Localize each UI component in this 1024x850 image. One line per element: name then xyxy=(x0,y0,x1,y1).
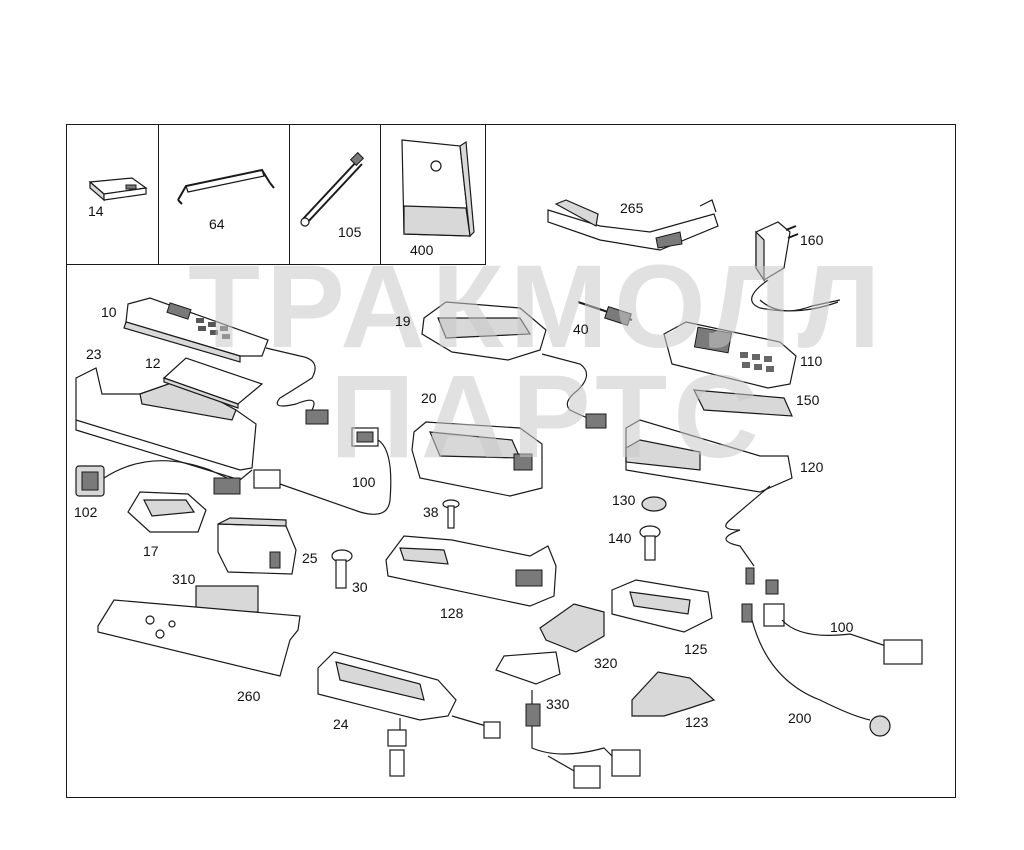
label-64: 64 xyxy=(209,216,225,232)
part-110-phone xyxy=(663,321,797,389)
part-102-adapter xyxy=(75,460,241,497)
label-320: 320 xyxy=(594,655,618,671)
part-130-disc xyxy=(641,496,667,512)
label-140: 140 xyxy=(608,530,632,546)
part-320-cover xyxy=(539,603,605,653)
label-23: 23 xyxy=(86,346,102,362)
part-40-clip xyxy=(577,301,633,327)
part-17-cup xyxy=(127,491,207,533)
diagram-frame xyxy=(66,124,956,798)
part-38-screw xyxy=(442,499,460,529)
label-105: 105 xyxy=(338,224,362,240)
part-30-bolt xyxy=(331,549,353,589)
part-64-bracket xyxy=(177,168,275,205)
label-17: 17 xyxy=(143,543,159,559)
part-160-charger xyxy=(751,221,841,312)
label-128: 128 xyxy=(440,605,464,621)
part-400-manual xyxy=(401,139,475,238)
label-265: 265 xyxy=(620,200,644,216)
part-19-holder xyxy=(421,301,607,429)
label-10: 10 xyxy=(101,304,117,320)
label-310: 310 xyxy=(172,571,196,587)
label-160: 160 xyxy=(800,232,824,248)
watermark-line-1: ТРАКМОЛЛ xyxy=(188,241,887,373)
part-24-cradle xyxy=(317,651,501,777)
label-20: 20 xyxy=(421,390,437,406)
label-14: 14 xyxy=(88,203,104,219)
label-130: 130 xyxy=(612,492,636,508)
part-20-cradle xyxy=(411,421,543,497)
part-100a-cable xyxy=(253,427,392,515)
accessory-cell-400 xyxy=(381,124,486,265)
part-330-connector xyxy=(495,651,641,789)
label-260: 260 xyxy=(237,688,261,704)
label-19: 19 xyxy=(395,313,411,329)
label-12: 12 xyxy=(145,355,161,371)
label-125: 125 xyxy=(684,641,708,657)
part-123-cover xyxy=(631,671,716,717)
part-140-bolt xyxy=(639,525,661,561)
label-120: 120 xyxy=(800,459,824,475)
label-102: 102 xyxy=(74,504,98,520)
label-40: 40 xyxy=(573,321,589,337)
part-100b-200-cables xyxy=(741,603,923,737)
part-125-tray xyxy=(611,579,713,633)
label-400: 400 xyxy=(410,242,434,258)
part-120-mount xyxy=(625,419,793,595)
part-265-holder xyxy=(547,199,719,251)
label-38: 38 xyxy=(423,504,439,520)
part-260-plate xyxy=(97,599,301,677)
label-100a: 100 xyxy=(352,474,376,490)
label-24: 24 xyxy=(333,716,349,732)
part-10-handset xyxy=(123,297,329,425)
part-150-cover xyxy=(692,389,793,417)
label-200: 200 xyxy=(788,710,812,726)
accessory-row-divider xyxy=(66,264,486,265)
part-12-plate xyxy=(162,357,264,409)
label-100b: 100 xyxy=(830,619,854,635)
part-105-rod xyxy=(300,151,365,227)
part-128-base xyxy=(385,535,557,607)
label-150: 150 xyxy=(796,392,820,408)
accessory-cell-105 xyxy=(290,124,381,265)
label-123: 123 xyxy=(685,714,709,730)
part-23-cradle xyxy=(75,367,257,481)
accessory-cell-14 xyxy=(66,124,159,265)
watermark-line-2: ПАРТС xyxy=(330,351,765,483)
label-330: 330 xyxy=(546,696,570,712)
part-25-box xyxy=(217,517,297,575)
label-30: 30 xyxy=(352,579,368,595)
label-25: 25 xyxy=(302,550,318,566)
part-14-battery xyxy=(88,177,148,202)
label-110: 110 xyxy=(800,353,823,369)
accessory-cell-64 xyxy=(159,124,290,265)
